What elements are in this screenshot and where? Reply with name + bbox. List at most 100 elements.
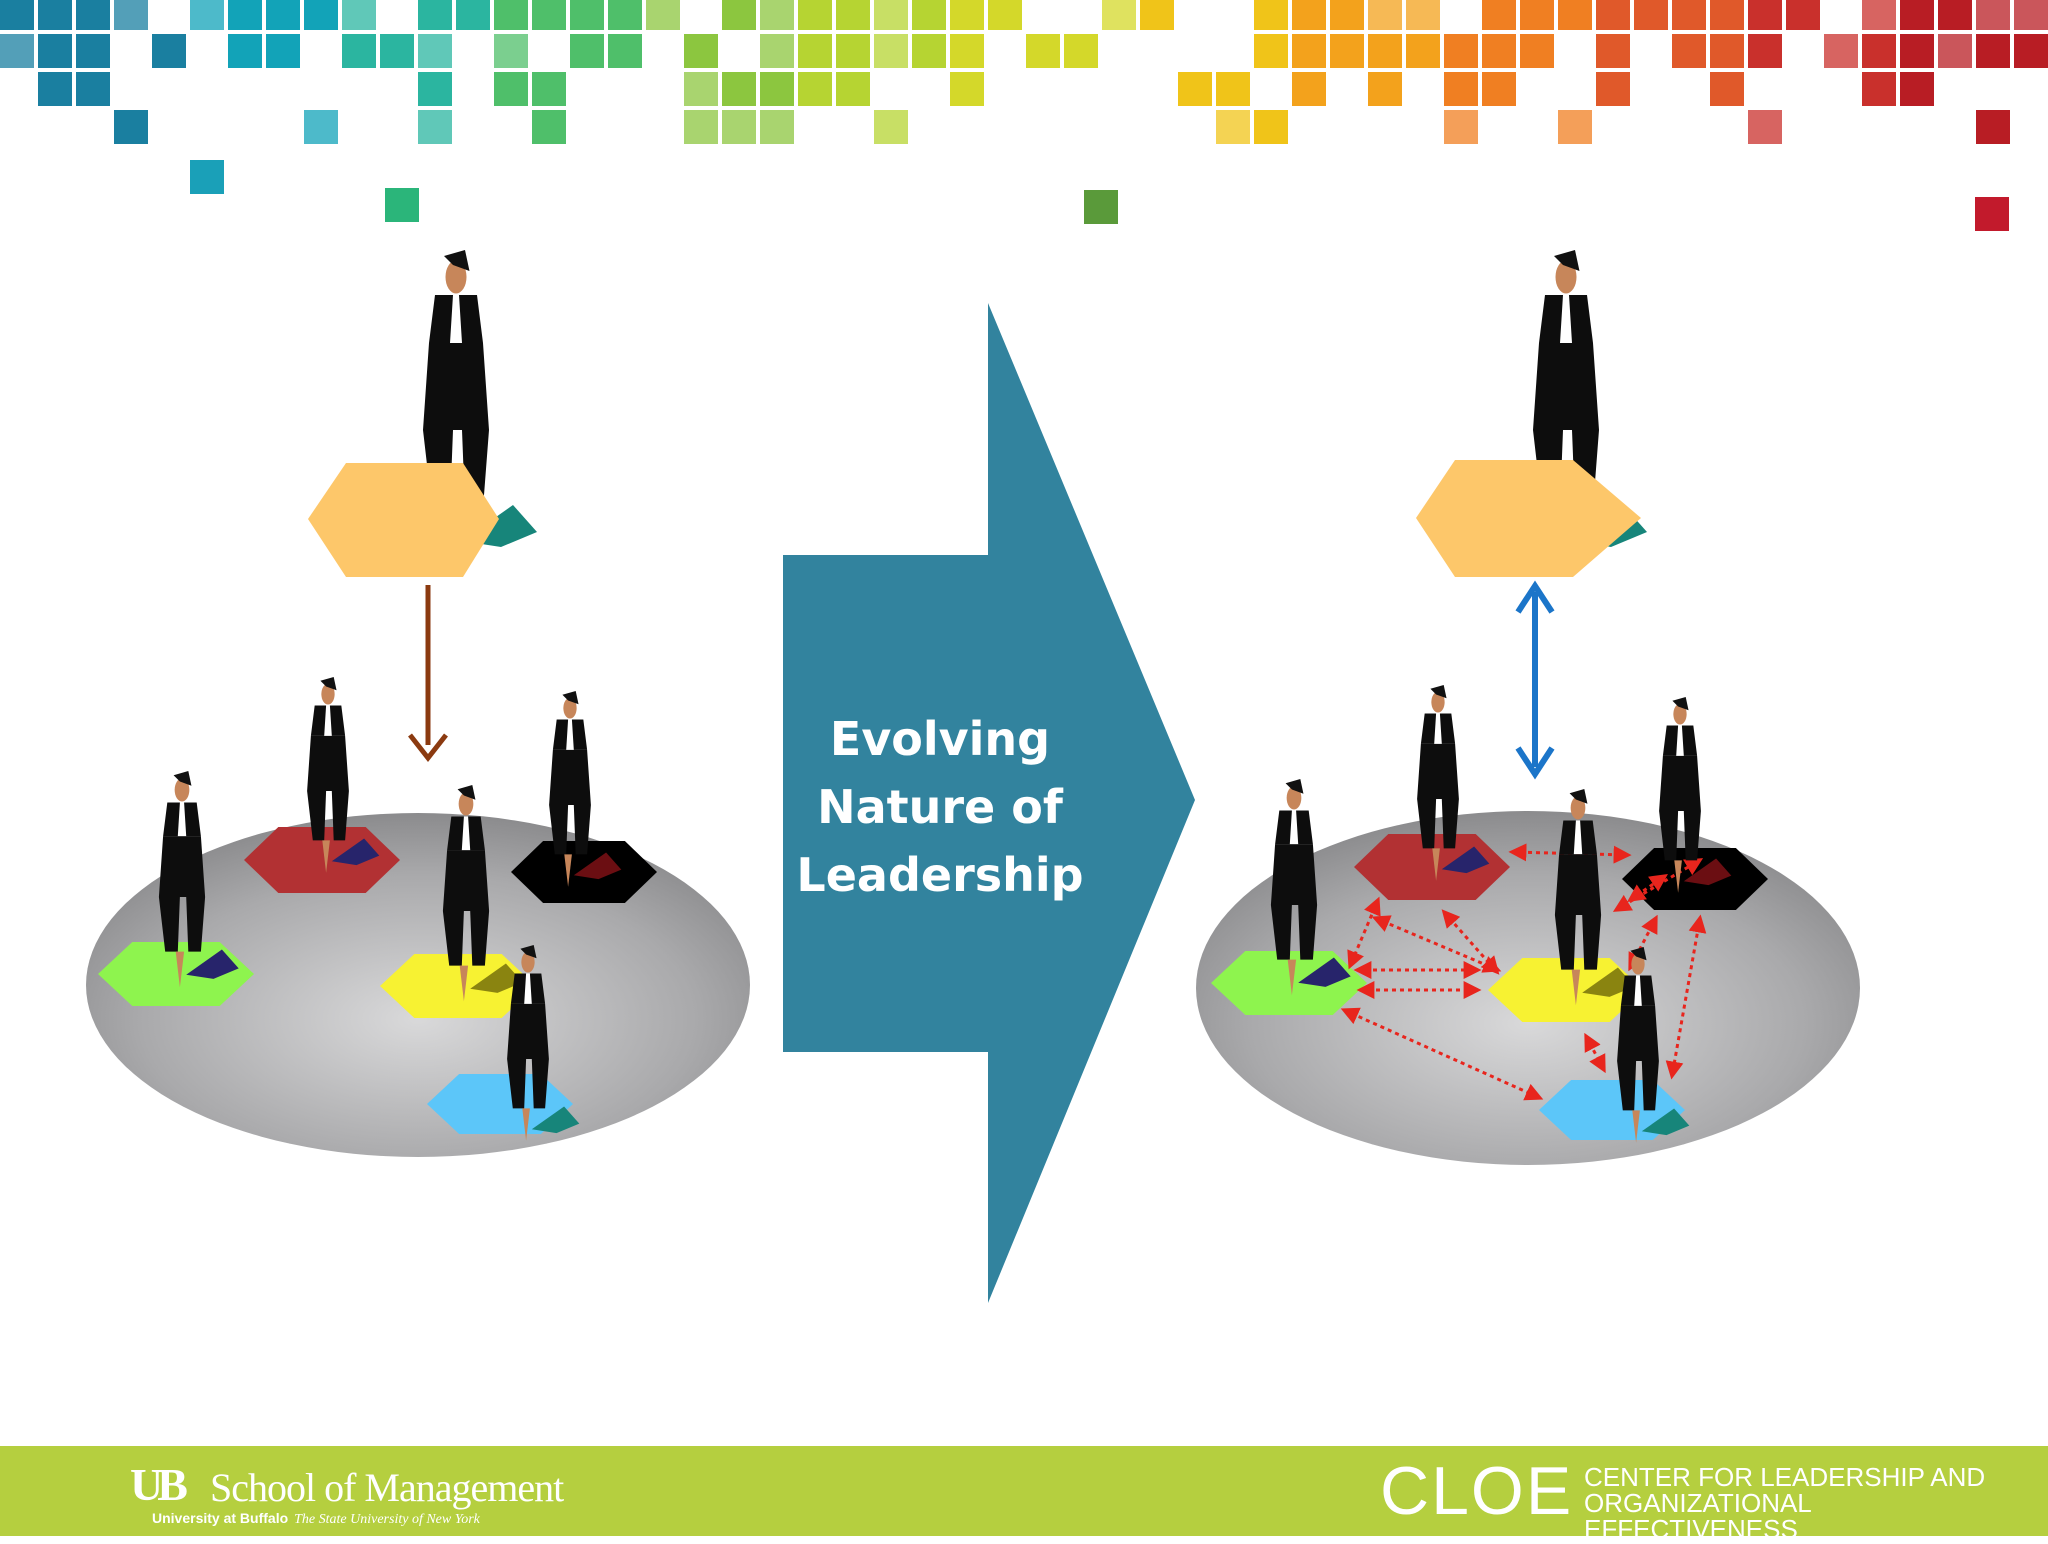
- mosaic-tile: [190, 0, 224, 30]
- mosaic-tile: [912, 34, 946, 68]
- mosaic-tile: [2014, 34, 2048, 68]
- leg: [564, 854, 572, 887]
- mosaic-tile: [950, 34, 984, 68]
- mosaic-tile: [1064, 34, 1098, 68]
- mosaic-tile: [760, 34, 794, 68]
- suit: [507, 1003, 549, 1109]
- shirt: [177, 802, 187, 837]
- shirt: [1434, 713, 1442, 744]
- shadow-shard: [186, 949, 239, 979]
- mosaic-banner: [0, 0, 2048, 231]
- suit: [1617, 1005, 1659, 1111]
- mosaic-tile: [570, 0, 604, 30]
- peer-link-arrow: [1371, 915, 1502, 973]
- leg: [1674, 860, 1682, 893]
- mosaic-tile: [684, 110, 718, 144]
- mosaic-tile: [1026, 34, 1060, 68]
- mosaic-tile: [1558, 110, 1592, 144]
- peer-link-arrow: [1441, 909, 1500, 975]
- team-member-figure: [1554, 789, 1635, 1006]
- mosaic-tile: [1406, 0, 1440, 30]
- mosaic-tile: [1900, 72, 1934, 106]
- mosaic-tile: [532, 72, 566, 106]
- mosaic-tile: [1976, 0, 2010, 30]
- right-diagram: [1196, 250, 1860, 1165]
- mosaic-tile: [1216, 72, 1250, 106]
- mosaic-tile: [798, 72, 832, 106]
- mosaic-tile: [228, 0, 262, 30]
- hair: [173, 771, 192, 786]
- cloe-full-name: CENTER FOR LEADERSHIP AND ORGANIZATIONAL…: [1584, 1464, 2004, 1542]
- mosaic-tile: [760, 72, 794, 106]
- mosaic-tile: [114, 110, 148, 144]
- mosaic-tile: [1710, 34, 1744, 68]
- team-member-figure: [307, 677, 380, 873]
- mosaic-tile: [266, 0, 300, 30]
- mosaic-tile: [1710, 0, 1744, 30]
- hair: [1569, 789, 1588, 804]
- mosaic-tile: [532, 110, 566, 144]
- team-member-figure: [1659, 697, 1732, 893]
- two-way-arrow-head-top: [1515, 580, 1555, 614]
- mosaic-tile: [684, 72, 718, 106]
- shadow-shard: [573, 852, 622, 880]
- hair: [1430, 685, 1447, 699]
- suit: [549, 749, 591, 855]
- peer-link-arrow: [1347, 896, 1381, 970]
- mosaic-tile: [76, 72, 110, 106]
- left-diagram: [86, 250, 750, 1157]
- hair: [520, 945, 537, 959]
- cloe-name-line: CENTER FOR LEADERSHIP AND: [1584, 1462, 1986, 1492]
- peer-link-arrow: [1665, 914, 1707, 1080]
- mosaic-tile: [1084, 190, 1118, 224]
- shirt: [1560, 295, 1572, 343]
- mosaic-tile: [494, 0, 528, 30]
- mosaic-tile: [1710, 72, 1744, 106]
- mosaic-tile: [912, 0, 946, 30]
- head: [174, 778, 190, 802]
- suit: [307, 735, 349, 841]
- shirt: [324, 705, 332, 736]
- head: [1631, 953, 1645, 975]
- mosaic-tile: [2014, 0, 2048, 30]
- suit: [1417, 743, 1459, 849]
- center-label-line: Evolving: [829, 712, 1051, 766]
- suit: [1270, 844, 1318, 960]
- leg: [1287, 959, 1297, 996]
- shadow-shard: [470, 963, 523, 993]
- mosaic-tile: [418, 34, 452, 68]
- shadow-shard: [331, 838, 380, 866]
- hair: [1672, 697, 1689, 711]
- mosaic-tile: [1824, 34, 1858, 68]
- shadow-shard: [1441, 846, 1490, 874]
- evolution-arrow: [783, 303, 1195, 1303]
- mosaic-tile: [1748, 110, 1782, 144]
- mosaic-tile: [1672, 0, 1706, 30]
- peer-link-arrow: [1340, 1007, 1544, 1101]
- mosaic-tile: [1976, 34, 2010, 68]
- shirt: [461, 816, 471, 851]
- shadow-shard: [1641, 1108, 1690, 1136]
- mosaic-tile: [385, 188, 419, 222]
- head: [1673, 703, 1687, 725]
- mosaic-tile: [304, 0, 338, 30]
- head: [1555, 260, 1577, 294]
- mosaic-tile: [456, 0, 490, 30]
- mosaic-tile: [1292, 34, 1326, 68]
- mosaic-tile: [798, 34, 832, 68]
- head: [445, 260, 467, 294]
- leg: [322, 840, 330, 873]
- mosaic-tile: [228, 34, 262, 68]
- cloe-logo: CLOE: [1380, 1453, 1574, 1529]
- mosaic-tile: [836, 34, 870, 68]
- mosaic-tile: [1900, 0, 1934, 30]
- team-member-figure: [507, 945, 580, 1141]
- shadow-shard: [531, 1106, 580, 1134]
- mosaic-tile: [342, 0, 376, 30]
- mosaic-tile: [190, 160, 224, 194]
- hair: [444, 250, 470, 271]
- mosaic-tile: [418, 110, 452, 144]
- mosaic-tile: [874, 34, 908, 68]
- role-hexagon: [1488, 958, 1644, 1022]
